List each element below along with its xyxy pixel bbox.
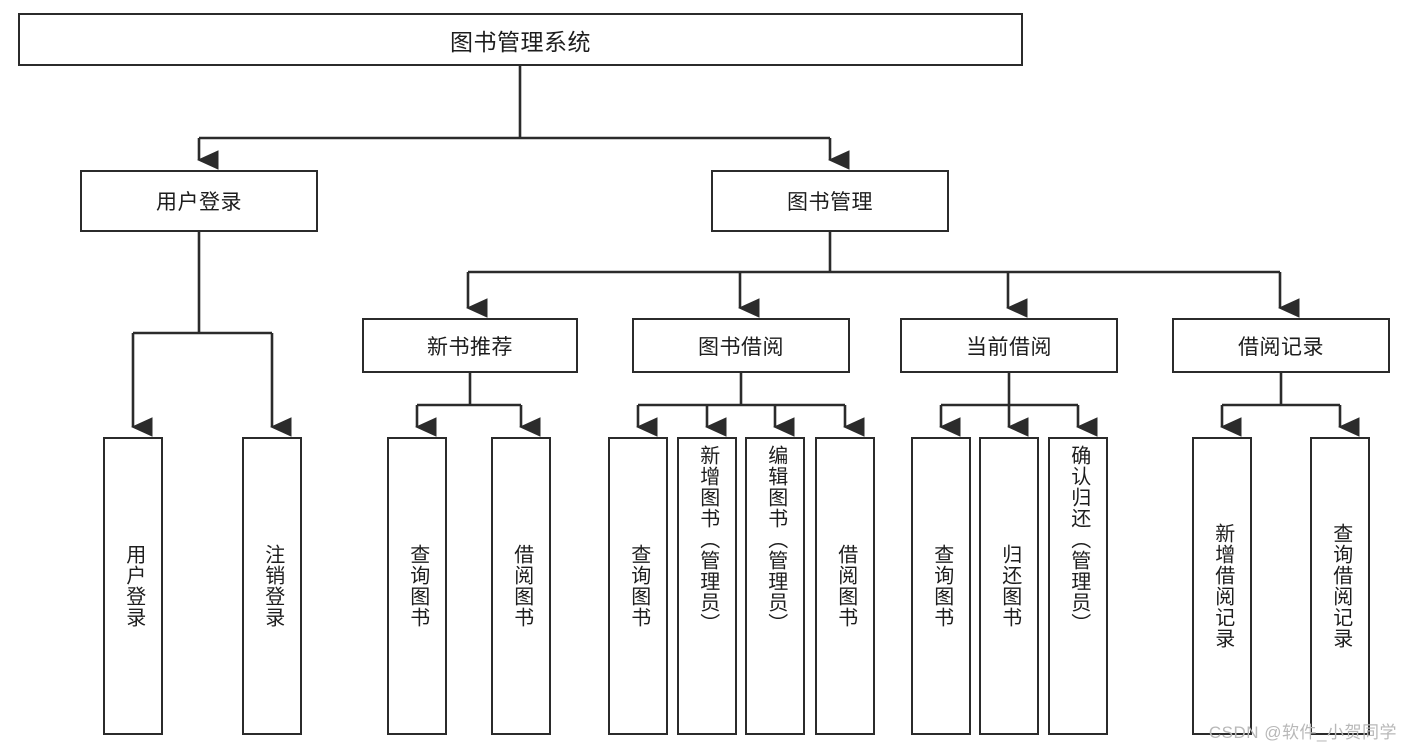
leaf-borrow-book[interactable]: 借阅图书 <box>815 437 875 735</box>
node-label: 新增借阅记录 <box>1211 523 1234 649</box>
node-label: 借阅记录 <box>1238 335 1324 359</box>
leaf-query-borrow-record[interactable]: 查询借阅记录 <box>1310 437 1370 735</box>
node-label: 图书管理系统 <box>450 28 591 55</box>
node-user-login[interactable]: 用户登录 <box>80 170 318 232</box>
node-label: 注销登录 <box>261 544 284 628</box>
node-label: 新增图书（管理员） <box>696 445 719 634</box>
node-label: 图书借阅 <box>698 335 784 359</box>
node-label: 新书推荐 <box>427 335 513 359</box>
leaf-edit-book-admin[interactable]: 编辑图书（管理员） <box>745 437 805 735</box>
node-book-management[interactable]: 图书管理 <box>711 170 949 232</box>
leaf-query-book-current[interactable]: 查询图书 <box>911 437 971 735</box>
leaf-borrow-book-new[interactable]: 借阅图书 <box>491 437 551 735</box>
leaf-query-book-new[interactable]: 查询图书 <box>387 437 447 735</box>
leaf-add-borrow-record[interactable]: 新增借阅记录 <box>1192 437 1252 735</box>
node-root-system[interactable]: 图书管理系统 <box>18 13 1023 66</box>
node-label: 查询图书 <box>627 544 650 628</box>
csdn-watermark: CSDN @软件_小贺同学 <box>1208 723 1397 742</box>
leaf-confirm-return-admin[interactable]: 确认归还（管理员） <box>1048 437 1108 735</box>
node-label: 确认归还（管理员） <box>1067 445 1090 634</box>
node-label: 当前借阅 <box>966 335 1052 359</box>
node-label: 查询借阅记录 <box>1329 523 1352 649</box>
leaf-return-book[interactable]: 归还图书 <box>979 437 1039 735</box>
node-label: 查询图书 <box>406 544 429 628</box>
node-label: 用户登录 <box>156 191 242 214</box>
node-borrow-record[interactable]: 借阅记录 <box>1172 318 1390 373</box>
node-new-book-recommend[interactable]: 新书推荐 <box>362 318 578 373</box>
leaf-add-book-admin[interactable]: 新增图书（管理员） <box>677 437 737 735</box>
node-label: 图书管理 <box>787 191 873 214</box>
node-label: 编辑图书（管理员） <box>764 445 787 634</box>
node-label: 查询图书 <box>930 544 953 628</box>
leaf-query-book-borrow[interactable]: 查询图书 <box>608 437 668 735</box>
node-label: 归还图书 <box>998 544 1021 628</box>
node-current-borrow[interactable]: 当前借阅 <box>900 318 1118 373</box>
leaf-user-login[interactable]: 用户登录 <box>103 437 163 735</box>
node-label: 借阅图书 <box>834 544 857 628</box>
node-label: 借阅图书 <box>510 544 533 628</box>
node-book-borrow[interactable]: 图书借阅 <box>632 318 850 373</box>
node-label: 用户登录 <box>122 544 145 628</box>
leaf-logout[interactable]: 注销登录 <box>242 437 302 735</box>
